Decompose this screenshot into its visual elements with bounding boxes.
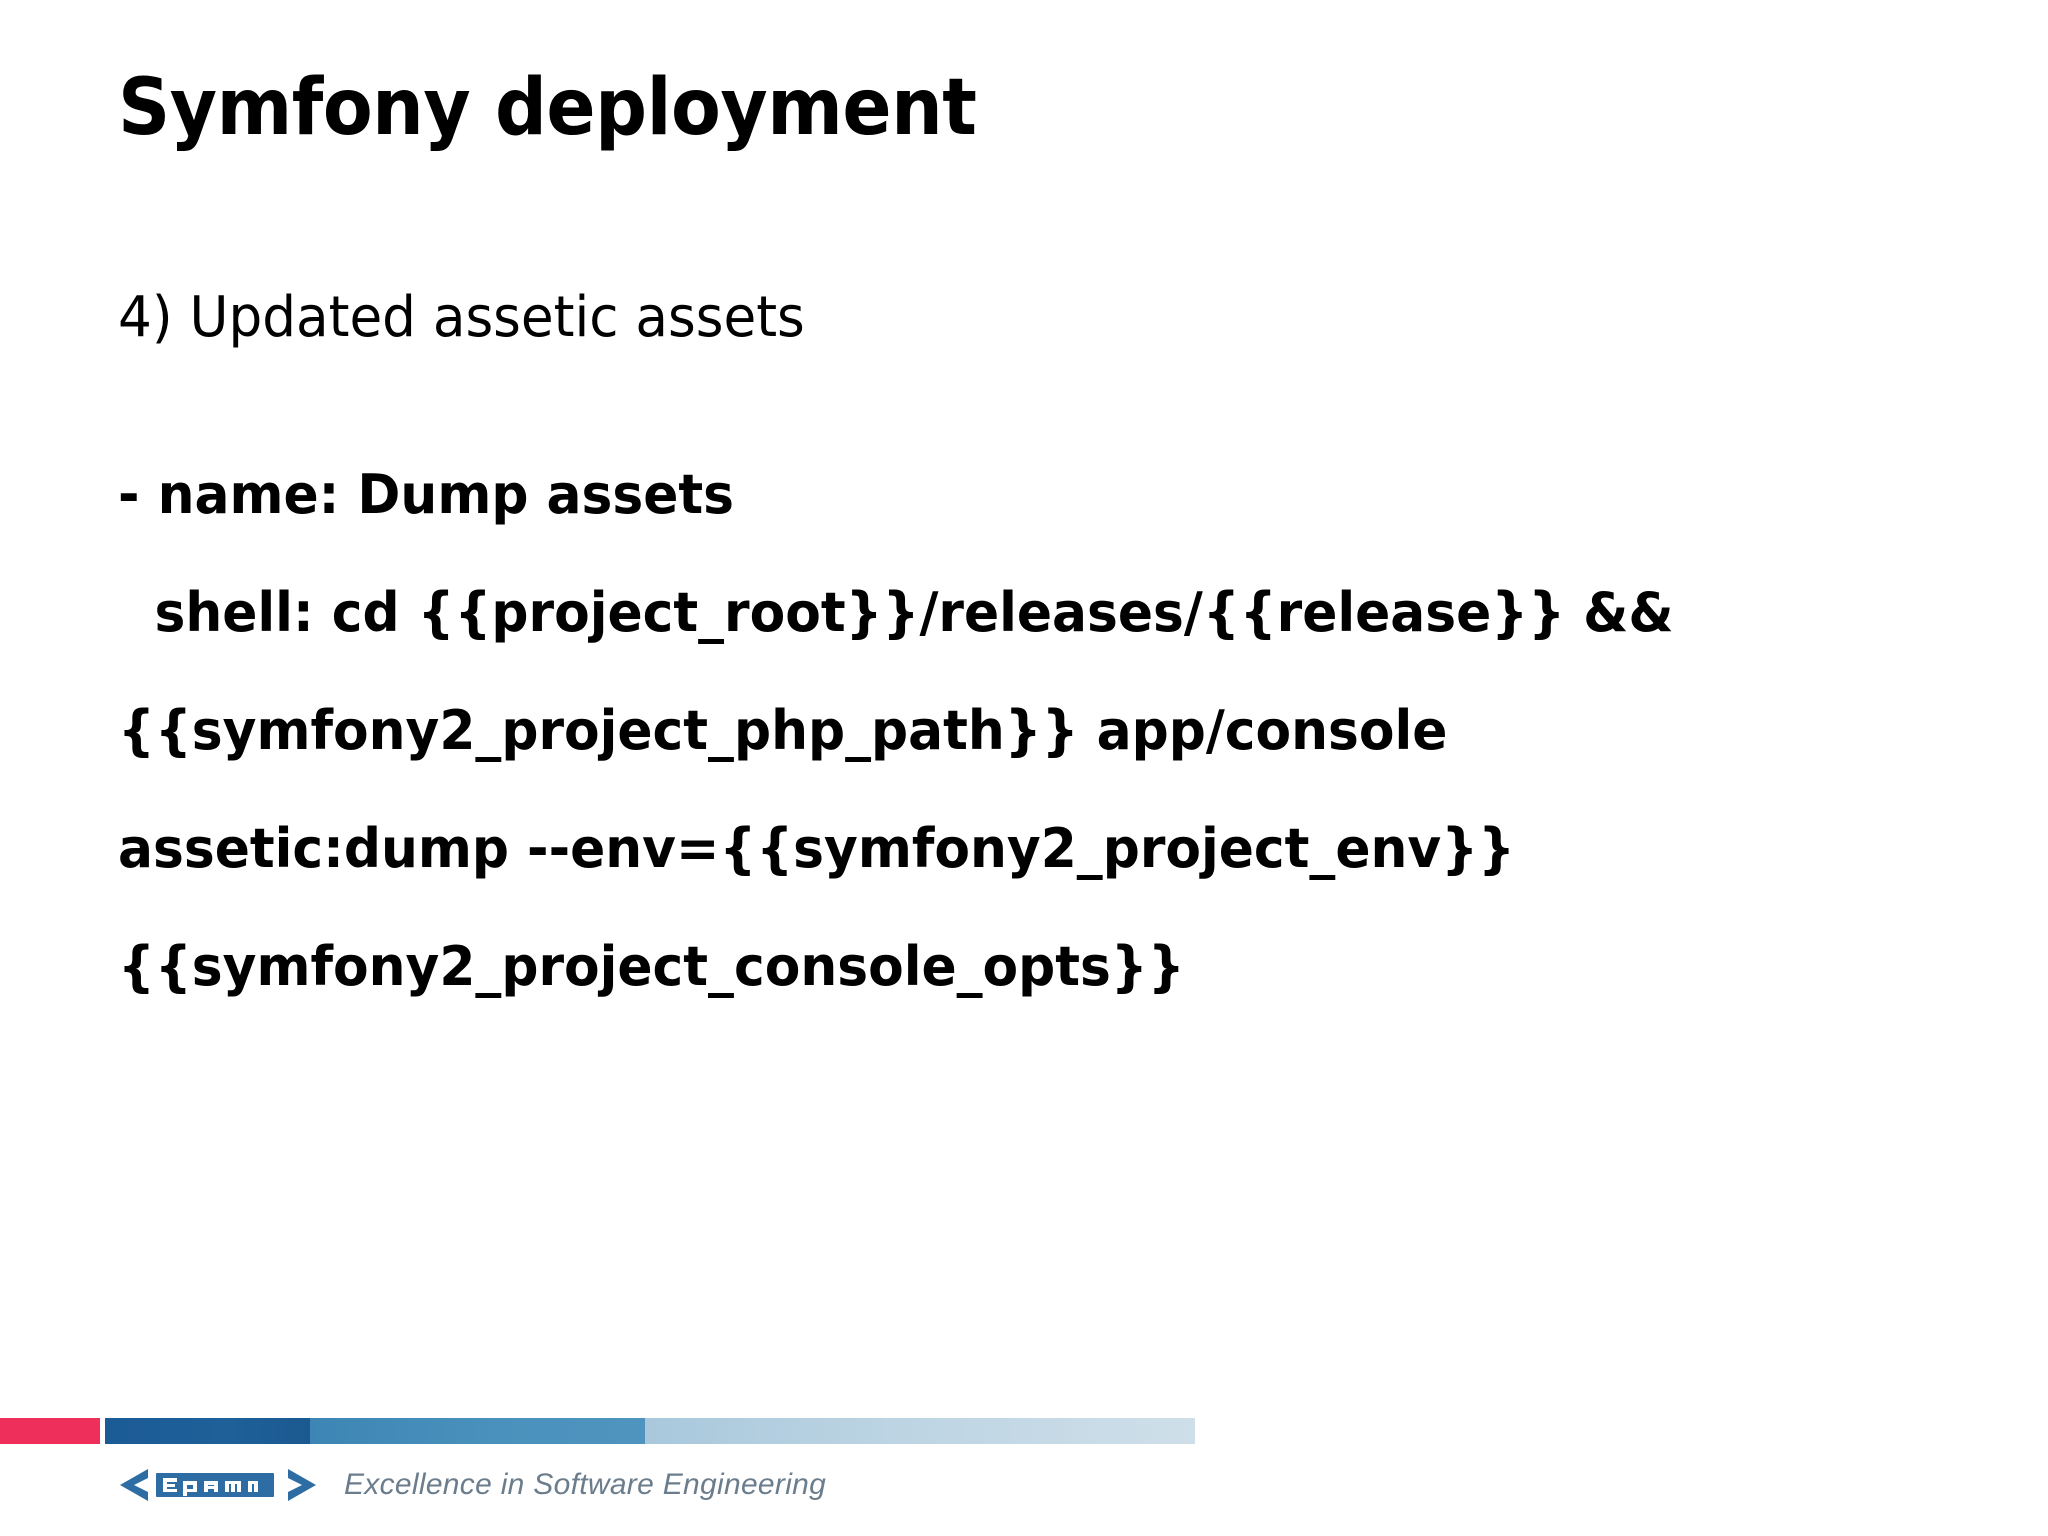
color-bar-segment-crimson (0, 1418, 100, 1444)
color-bar-segment-dark-blue (105, 1418, 310, 1444)
epam-logo-icon (118, 1464, 318, 1506)
footer-logo-row: Excellence in Software Engineering (118, 1464, 826, 1506)
code-line: assetic:dump --env={{symfony2_project_en… (118, 817, 1516, 880)
code-line: {{symfony2_project_console_opts}} (118, 935, 1185, 998)
footer-color-bar (0, 1418, 2048, 1444)
page-title: Symfony deployment (118, 63, 977, 153)
section-subheading: 4) Updated assetic assets (118, 285, 805, 350)
color-bar-segment-mid-blue (310, 1418, 645, 1444)
slide-body: 4) Updated assetic assets - name: Dump a… (118, 290, 1948, 1058)
color-bar-segment-light-blue (645, 1418, 1195, 1444)
code-line: shell: cd {{project_root}}/releases/{{re… (154, 581, 1674, 644)
footer-tagline: Excellence in Software Engineering (344, 1468, 827, 1501)
code-line: {{symfony2_project_php_path}} app/consol… (118, 699, 1448, 762)
slide-footer: Excellence in Software Engineering (0, 1406, 2048, 1536)
code-line: - name: Dump assets (118, 463, 735, 526)
code-block: - name: Dump assets shell: cd {{project_… (118, 468, 1948, 994)
